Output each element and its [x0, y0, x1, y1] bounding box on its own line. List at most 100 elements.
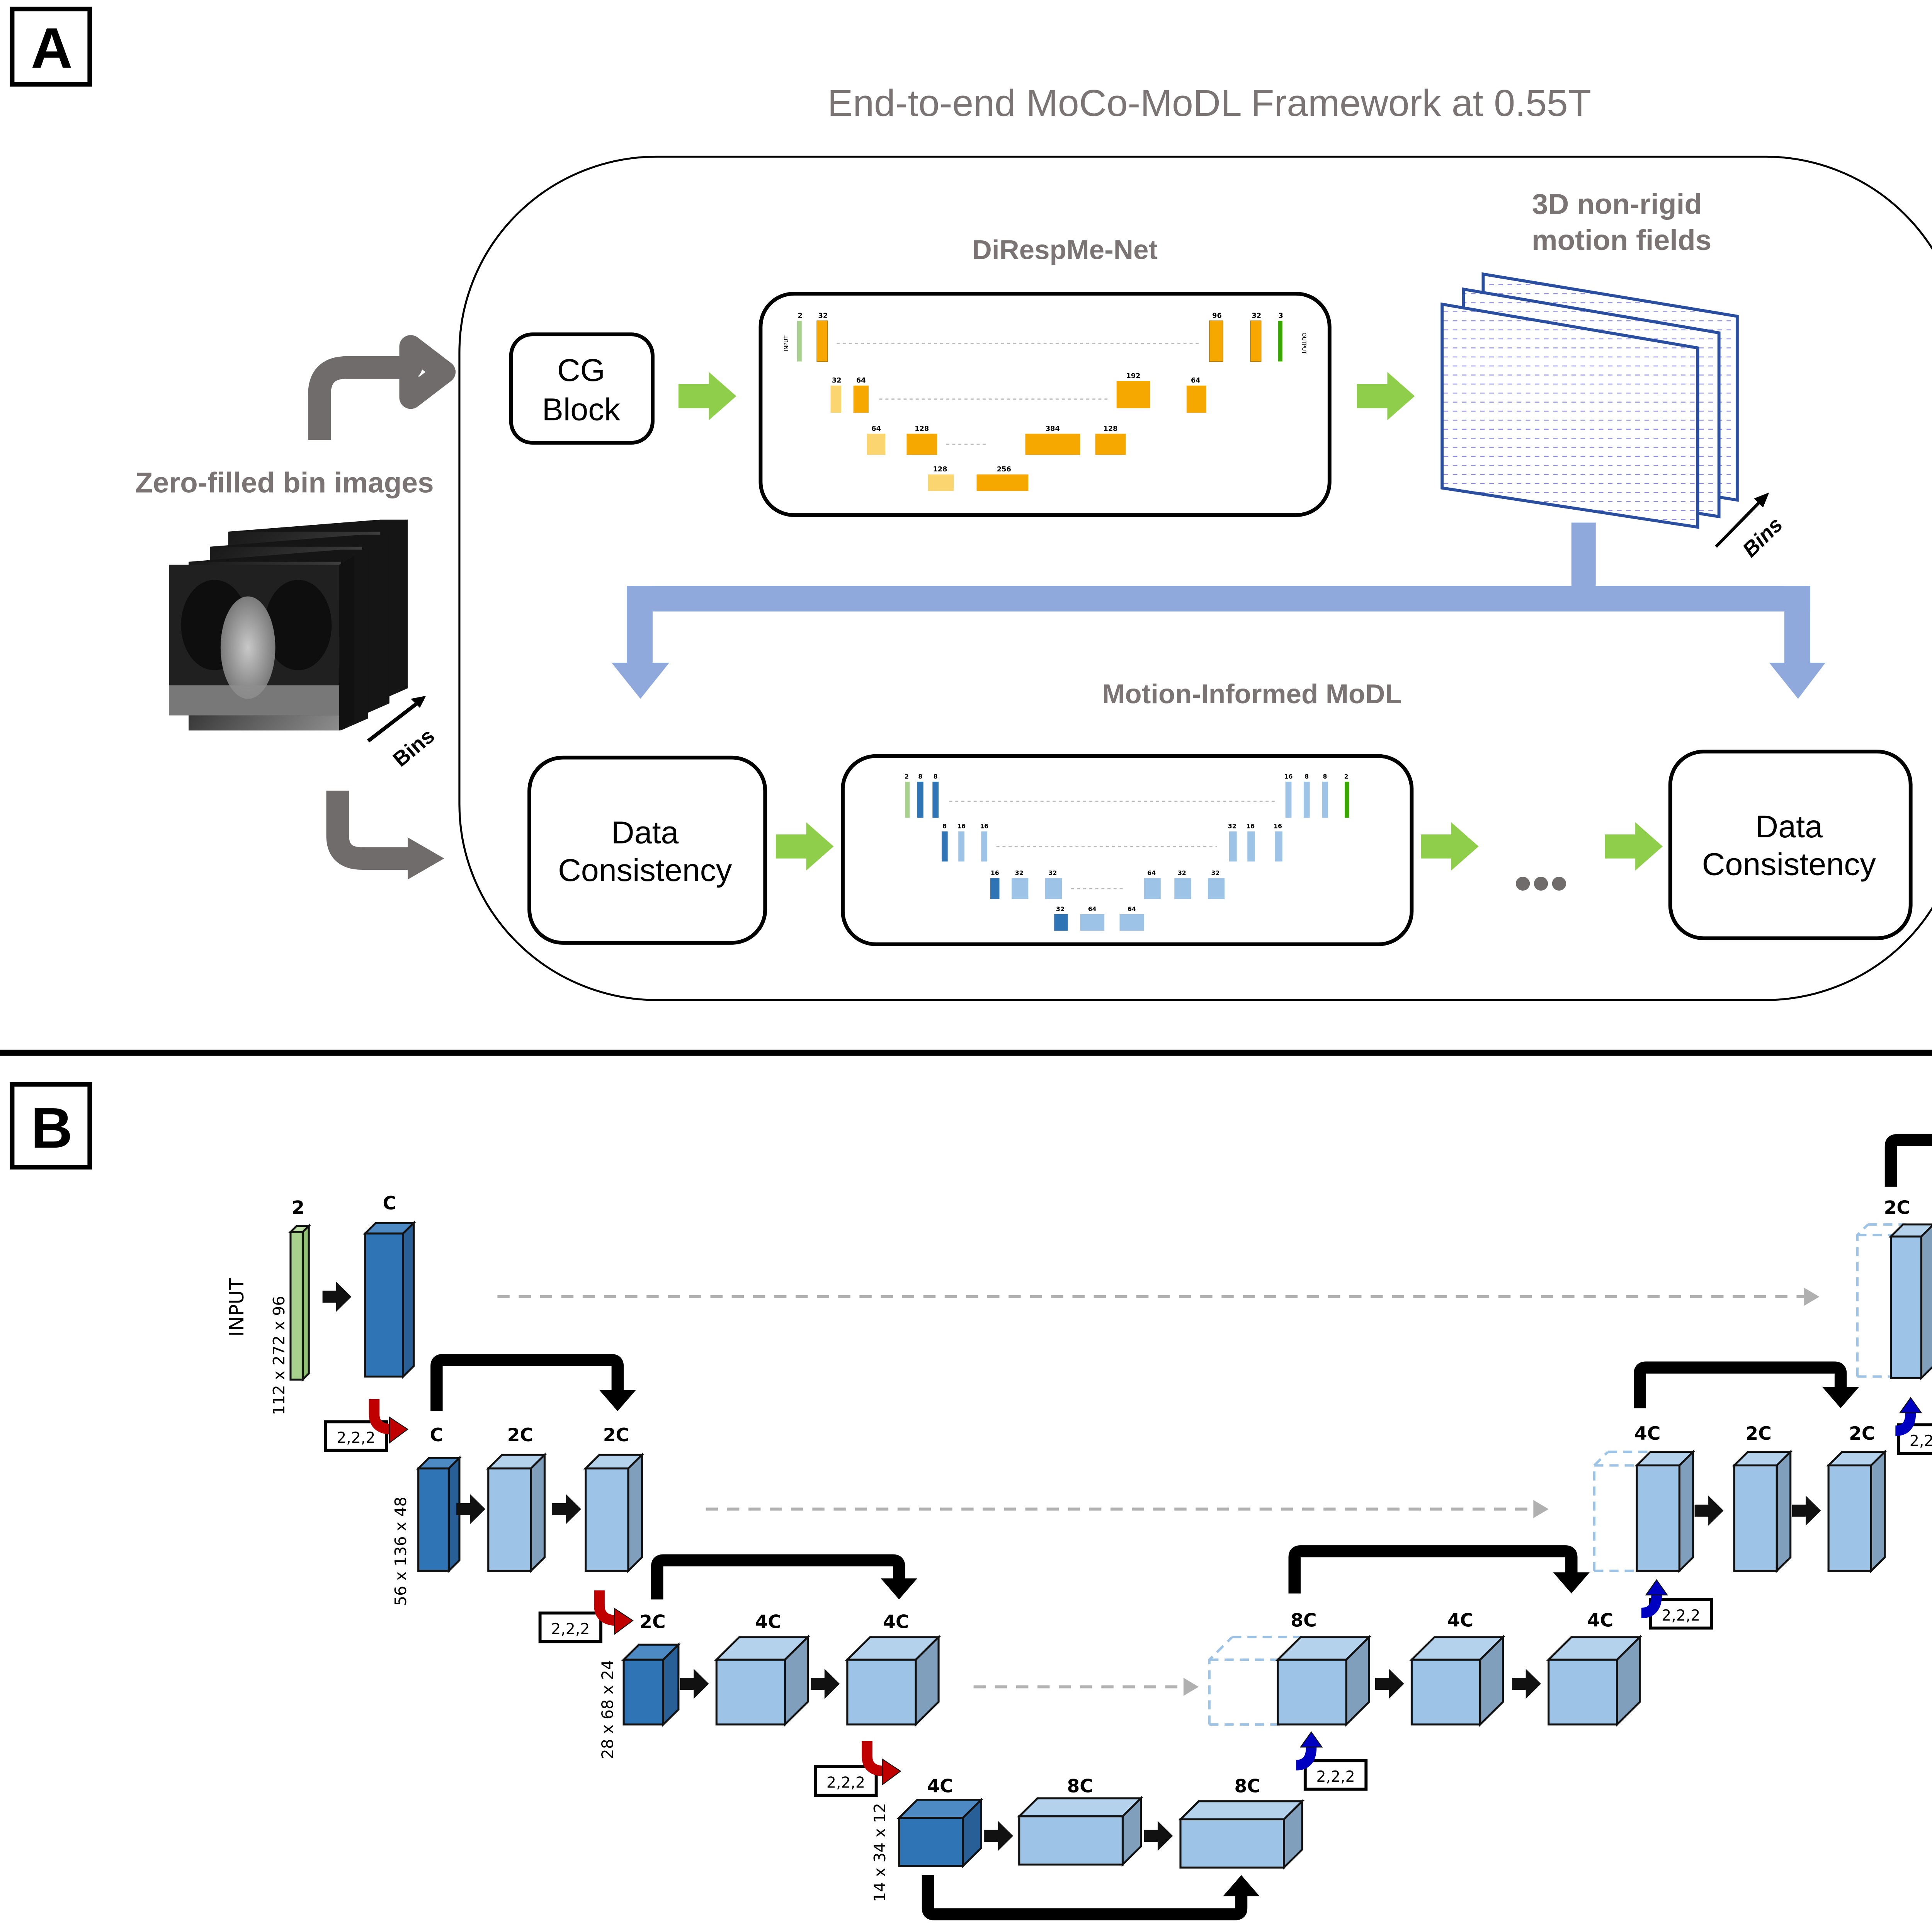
panel-a: A End-to-end MoCo-MoDL Framework at 0.55… [10, 7, 1932, 1001]
upsample-arrowhead-icon [1299, 1731, 1323, 1748]
panel-a-label: A [10, 7, 92, 87]
channel-label: 2C [1849, 1423, 1875, 1444]
bins-arrow-icon [367, 697, 424, 743]
channel-label: 16 [1246, 823, 1255, 830]
feature-map [486, 1452, 547, 1573]
channel-label: 4C [927, 1776, 953, 1797]
direspme-net-title: DiRespMe-Net [972, 235, 1158, 265]
conv-arrow-icon [552, 1494, 581, 1524]
residual-connection-icon [1288, 1545, 1578, 1594]
framework-title: End-to-end MoCo-MoDL Framework at 0.55T [828, 82, 1591, 124]
box-front [585, 1467, 629, 1572]
skip-arrowhead-icon [1804, 1287, 1820, 1306]
green-arrow-icon [678, 372, 736, 420]
motion-fields-title-line2: motion fields [1532, 224, 1711, 256]
channel-label: 4C [1447, 1610, 1474, 1631]
channel-label: 8 [942, 823, 947, 830]
channel-label: 32 [1178, 869, 1186, 877]
feature-map [583, 1452, 645, 1573]
channel-label: 128 [915, 425, 929, 433]
box-side [1678, 1449, 1694, 1573]
channel-label: 2C [603, 1425, 629, 1446]
box-front [1733, 1464, 1778, 1572]
input-to-dc-arrow-icon [326, 791, 411, 870]
ellipsis: ••• [1514, 854, 1568, 912]
channel-label: 4C [755, 1612, 781, 1633]
conv-arrow-icon [984, 1821, 1013, 1851]
channel-label: 8C [1291, 1610, 1317, 1631]
box-top [1178, 1800, 1305, 1821]
channel-label: 192 [1126, 372, 1140, 380]
residual-connection-icon [1634, 1361, 1847, 1408]
box-front [289, 1231, 304, 1381]
channel-label: 4C [1634, 1423, 1661, 1444]
channel-label: 32 [1252, 312, 1262, 320]
conv-arrow-icon [1512, 1668, 1541, 1699]
output-label: OUTPUT [1301, 333, 1307, 354]
channel-label: 64 [1191, 377, 1201, 384]
channel-label: 32 [1048, 869, 1057, 877]
feature-map [1546, 1634, 1643, 1727]
cg-block-line2: Block [542, 392, 621, 427]
conv-arrow-icon [1694, 1495, 1724, 1526]
channel-label: C [383, 1193, 396, 1214]
motion-field-stack: Bins [1440, 272, 1787, 561]
feature-map [416, 1455, 462, 1573]
channel-label: 32 [1211, 869, 1220, 877]
box-side [627, 1452, 643, 1573]
panel-divider [0, 1049, 1932, 1056]
maxpool-arrow-icon [369, 1399, 393, 1435]
channel-label: 2 [1344, 773, 1349, 780]
bins-label: Bins [1738, 512, 1787, 561]
channel-label: C [430, 1425, 444, 1446]
box-side [1920, 1224, 1932, 1381]
feature-map [845, 1634, 941, 1727]
panel-a-letter: A [31, 16, 73, 80]
box-side [1870, 1449, 1886, 1573]
ghost-outline [1593, 1451, 1609, 1571]
box-side [1776, 1449, 1792, 1573]
channel-label: 8 [934, 773, 938, 780]
channel-label: 2 [798, 312, 803, 320]
input-label: INPUT [783, 335, 789, 351]
green-arrow-icon [776, 822, 834, 871]
framework-container [458, 155, 1932, 1001]
channel-label: 8 [918, 773, 922, 780]
bins-label: Bins [388, 724, 439, 771]
box-front [1410, 1658, 1481, 1726]
channel-label: 2 [292, 1197, 304, 1219]
channel-label: 64 [856, 377, 866, 384]
channel-label: 64 [1088, 905, 1097, 913]
cg-block-line1: CG [557, 353, 605, 388]
feature-map [896, 1797, 984, 1869]
upsample-arrowhead-icon [1645, 1579, 1668, 1595]
box-front [1277, 1658, 1347, 1726]
channel-label: 3 [1279, 312, 1283, 320]
box-front [487, 1467, 532, 1572]
channel-label: 2C [507, 1425, 534, 1446]
residual-arrowhead-icon [599, 1390, 636, 1412]
dimension-label: 14 x 34 x 12 [871, 1803, 889, 1902]
ghost-outline [1208, 1636, 1233, 1725]
pool-factor-label: 2,2,2 [827, 1774, 865, 1792]
channel-label: 64 [1147, 869, 1156, 877]
box-front [898, 1817, 964, 1867]
skip-arrowhead-icon [1183, 1678, 1199, 1696]
channel-label: 2C [639, 1612, 666, 1633]
bins-arrow-icon [1714, 496, 1766, 548]
upsample-arrow-icon [1296, 1747, 1317, 1770]
feature-map [1017, 1796, 1143, 1867]
channel-label: 16 [980, 823, 988, 830]
feature-map [1634, 1449, 1696, 1573]
channel-label: 16 [991, 869, 999, 877]
dimension-label: 28 x 68 x 24 [598, 1660, 617, 1759]
channel-label: 32 [1056, 905, 1065, 913]
channel-label: 4C [883, 1612, 909, 1633]
channel-label: 8 [1323, 773, 1327, 780]
channel-label: 96 [1212, 312, 1222, 320]
conv-arrow-icon [456, 1494, 485, 1524]
feature-map [1275, 1634, 1372, 1727]
maxpool-arrowhead-icon [614, 1607, 634, 1635]
